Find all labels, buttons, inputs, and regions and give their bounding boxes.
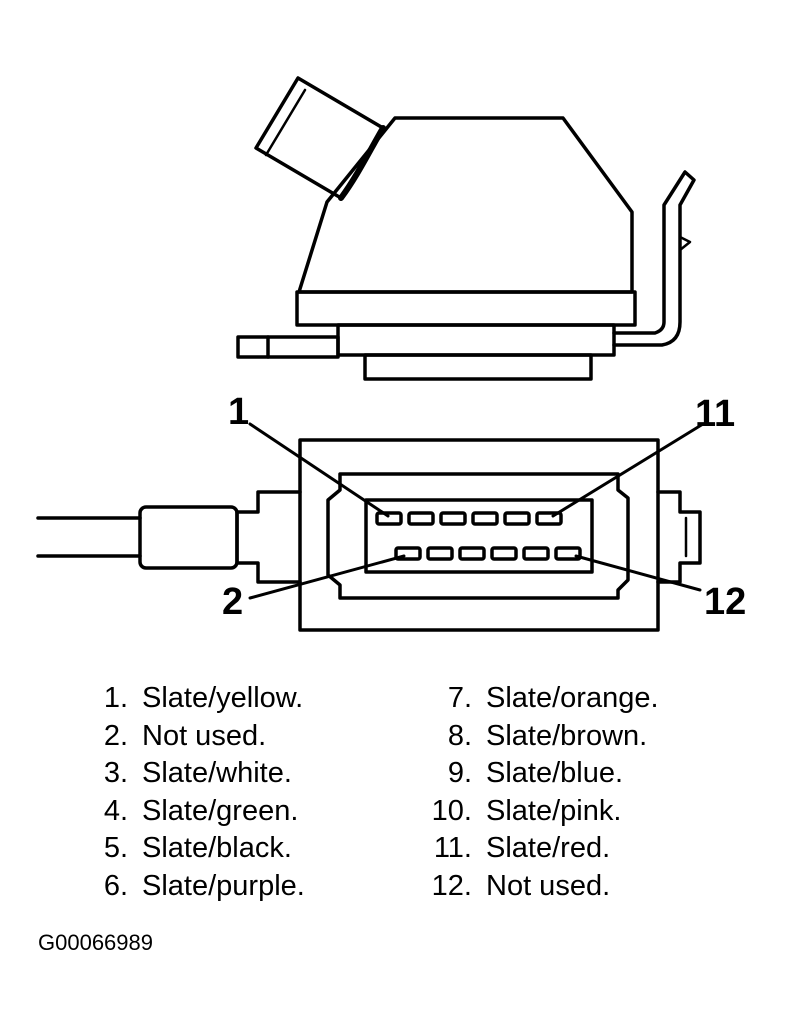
legend-number: 9. [447,757,472,789]
terminal-pin-9 [503,511,531,526]
terminal-pin-8 [490,546,518,561]
legend-item: 8. Slate/brown. [410,718,659,756]
mounting-ear-right [656,490,702,584]
terminal-pin-12 [554,546,582,561]
legend-item: 12. Not used. [410,868,659,906]
legend-label: Slate/black. [142,832,292,864]
legend-label: Slate/brown. [486,719,648,752]
legend-label: Slate/red. [486,832,611,864]
legend-item: 3. Slate/white. [80,755,305,793]
leader-line-2 [248,554,406,600]
terminal-pin-10 [522,546,550,561]
terminal-pin-7 [471,511,499,526]
legend-item: 11. Slate/red. [410,830,659,868]
legend-item: 1. Slate/yellow. [80,680,305,718]
terminal-pin-6 [458,546,486,561]
callout-pin-11: 11 [695,393,735,435]
connector-hood [297,116,634,294]
leader-line-12 [574,554,702,592]
connector-socket-face-view [36,438,702,632]
latch-tab-left [236,335,340,359]
legend-column-left: 1. Slate/yellow. 2. Not used. 3. Slate/whit… [80,680,305,905]
legend-column-right: 7. Slate/orange. 8. Slate/brown. 9. Slate/b… [410,680,659,905]
terminal-block [364,498,594,574]
legend-number: 6. [103,869,128,902]
legend-item: 6. Slate/purple. [80,868,305,906]
connector-tip [363,353,593,381]
legend-number: 10. [431,794,472,827]
legend-number: 3. [103,757,128,789]
callout-pin-1: 1 [228,391,249,433]
legend-number: 5. [103,832,128,864]
terminal-pin-5 [439,511,467,526]
harness-sleeve [138,505,239,570]
legend-number: 12. [431,869,472,902]
terminal-pin-11 [535,511,563,526]
legend-number: 4. [103,794,128,827]
legend-label: Not used. [486,869,611,902]
callout-pin-2: 2 [222,581,243,623]
mounting-ear-left [235,490,302,584]
legend-label: Slate/orange. [486,682,659,714]
connector-diagram: 1 11 2 12 [36,76,746,632]
legend-label: Slate/purple. [142,869,305,902]
leader-line-1 [248,422,390,518]
connector-flange [295,290,637,327]
callout-pin-12: 12 [704,581,746,623]
legend-label: Slate/yellow. [142,682,304,714]
terminal-pin-4 [426,546,454,561]
legend-item: 4. Slate/green. [80,793,305,831]
socket-housing [298,438,660,632]
cable-boot-ridge [264,88,307,157]
leader-line-11 [551,422,705,518]
legend-label: Not used. [142,719,267,752]
legend-number: 7. [447,682,472,714]
legend-number: 8. [447,719,472,752]
retaining-clip [612,170,696,347]
socket-recess [326,472,630,600]
terminal-pin-2 [394,546,422,561]
legend-label: Slate/green. [142,794,299,827]
legend-item: 5. Slate/black. [80,830,305,868]
figure-id: G00066989 [38,930,153,955]
legend-label: Slate/blue. [486,757,624,789]
legend-label: Slate/pink. [486,794,622,827]
connector-plug-side-view [236,76,696,381]
legend-number: 1. [103,682,128,714]
legend-number: 11. [433,832,472,864]
terminal-pin-1 [375,511,403,526]
legend-item: 7. Slate/orange. [410,680,659,718]
legend-number: 2. [103,719,128,752]
legend-item: 9. Slate/blue. [410,755,659,793]
legend-item: 10. Slate/pink. [410,793,659,831]
terminal-pin-3 [407,511,435,526]
legend-item: 2. Not used. [80,718,305,756]
boot-seal [338,125,386,201]
connector-shell [336,323,616,357]
legend-label: Slate/white. [142,757,292,789]
